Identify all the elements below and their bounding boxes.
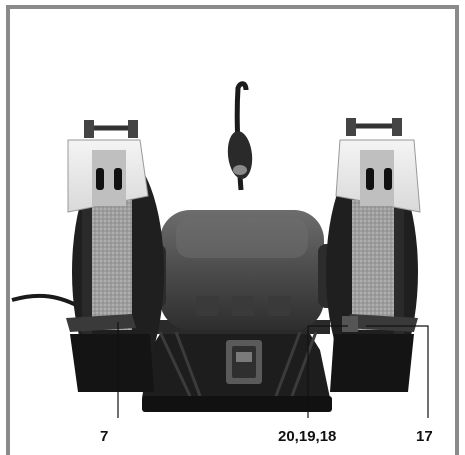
left-wheel-assembly [66,120,164,392]
right-tool-rest [346,314,418,332]
callout-label-20-19-18: 20,19,18 [278,428,337,445]
frame-border-left [6,61,10,455]
leader-17 [366,325,429,418]
power-switch [226,340,262,384]
flex-lamp [227,81,253,191]
callout-label-17: 17 [416,428,433,445]
callout-leaders [117,322,429,418]
frame-border-right [455,5,459,455]
frame-border-top [68,5,459,9]
callout-label-7: 7 [100,428,109,445]
right-wheel-assembly [326,118,421,392]
bench-grinder-photo [10,9,455,424]
leader-20-19-18 [307,325,348,418]
motor-housing [148,210,336,330]
